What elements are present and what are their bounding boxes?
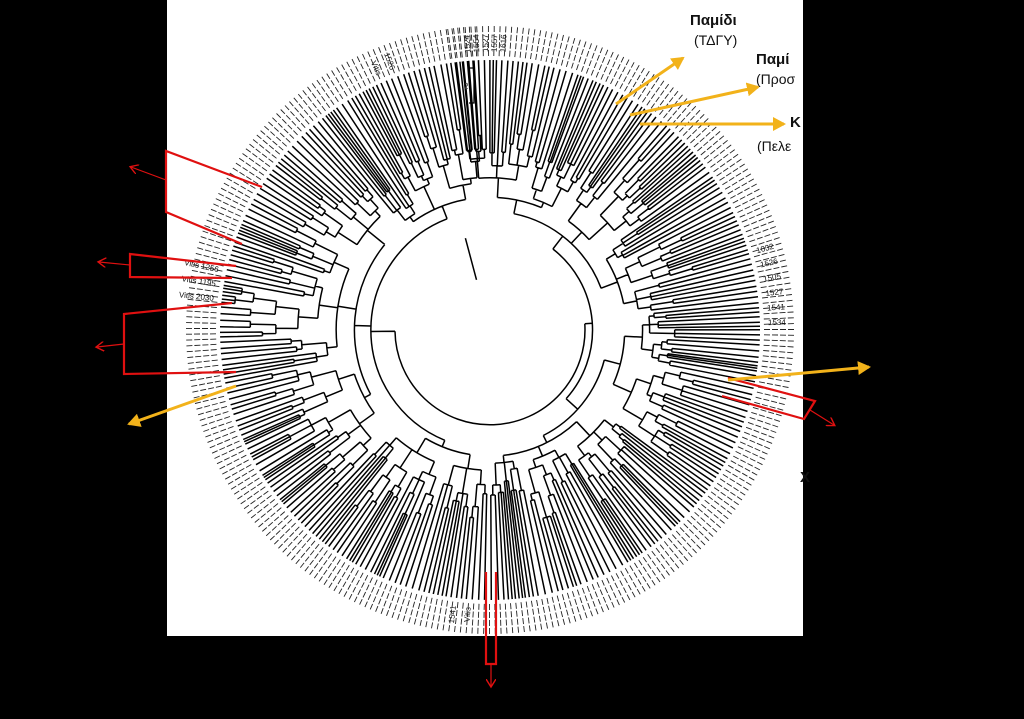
leaf-label: 1541 [767,302,786,312]
leaf-label: 1541 [447,605,458,624]
label-group-2: Παμί (Προσ [756,51,795,87]
label-4-title: Χ [800,469,811,486]
red-callout-mid-left [128,252,237,280]
red-arrow-upper-left [131,167,167,181]
scale-bar-label: 2 [464,82,469,91]
red-arrows [97,167,834,686]
leaf-label: Vitis 1195 [181,274,217,288]
label-group-3-title: Κ [790,114,801,131]
leaf-label: 1527 [765,287,784,298]
orange-arrow-left [127,384,237,427]
orange-arrow-right [727,361,871,382]
leaf-label: 1524 [462,34,472,53]
leaf-label: 1505 [763,272,783,284]
orange-arrow-1 [615,56,685,106]
red-arrow-mid-left [99,262,131,265]
label-3-title: Κ [790,114,801,131]
label-3-sub: (Πελε [757,138,792,154]
red-callout-lower-left [122,301,237,376]
red-arrow-lower-left [97,344,125,347]
orange-arrows [127,56,871,427]
red-arrow-right [809,409,834,425]
branch-lines [219,59,761,601]
leaf-label: 1557 [490,34,499,53]
label-1-title: Παμίδι [690,12,737,29]
leaf-label: Vitis [463,607,473,623]
red-callout-upper-left [164,149,263,246]
leaf-label: 1526 [382,51,397,71]
leaf-label: 1616 [499,34,509,53]
leaf-label: 1534 [768,318,787,327]
orange-arrow-2 [629,82,760,117]
leaf-label: 1527 [481,34,490,52]
leaf-label: Vitis 2030 [178,290,214,303]
label-2-sub: (Προσ [756,71,796,88]
scale-bar: 2 [464,67,475,104]
leaf-label-rings [186,26,795,635]
label-1-sub: (ΤΔΓΥ) [694,32,738,49]
label-2-title: Παμί [756,51,790,68]
leaf-label: 1554 [472,34,482,53]
red-callout-right [721,376,817,421]
tree-branches [186,26,795,635]
label-group-1: Παμίδι (ΤΔΓΥ) [690,12,737,48]
leaf-label: 1526 [759,257,779,270]
leaf-label: Vitis [369,59,383,76]
